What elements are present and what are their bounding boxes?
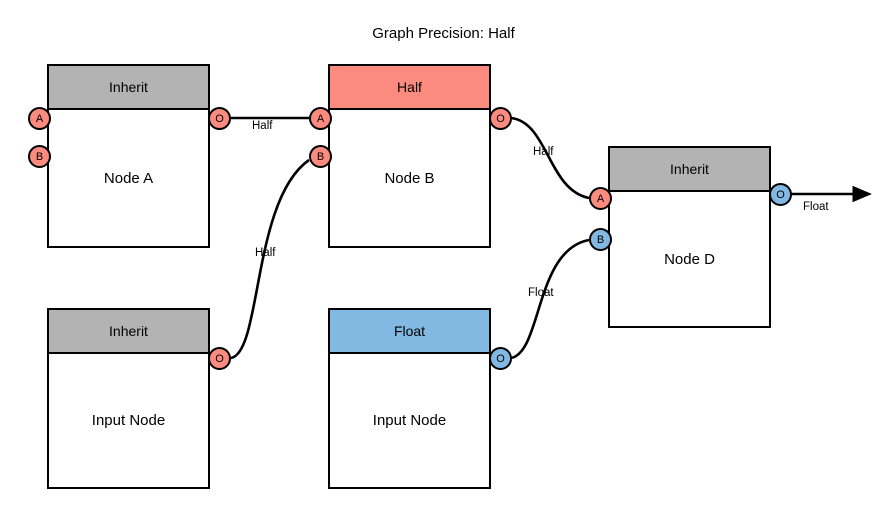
- edge-in2-to-d-wire: [510, 238, 590, 360]
- edge-in1-to-b-wire: [230, 158, 310, 360]
- node-a-port-o[interactable]: O: [208, 107, 231, 130]
- node-a[interactable]: Inherit Node A: [47, 64, 210, 248]
- input-node-inherit-label: Input Node: [91, 412, 166, 429]
- node-d-label: Node D: [664, 250, 715, 268]
- node-d-port-o-label: O: [776, 188, 785, 201]
- edge-b-to-d-wire: [510, 116, 590, 200]
- node-b-header: Half: [330, 66, 489, 110]
- input-node-inherit-header: Inherit: [49, 310, 208, 354]
- input-node-float-label: Input Node: [372, 412, 447, 429]
- node-a-label: Node A: [103, 169, 154, 187]
- node-d-port-b[interactable]: B: [589, 228, 612, 251]
- input-node-float-header: Float: [330, 310, 489, 354]
- node-b-label: Node B: [384, 169, 435, 187]
- node-d-port-o[interactable]: O: [769, 183, 792, 206]
- input-node-inherit-port-o[interactable]: O: [208, 347, 231, 370]
- input-node-inherit[interactable]: Inherit Input Node: [47, 308, 210, 489]
- node-b-port-b[interactable]: B: [309, 145, 332, 168]
- edge-b-to-d-label: Half: [533, 146, 554, 158]
- node-d[interactable]: Inherit Node D: [608, 146, 771, 328]
- node-b-port-o-label: O: [496, 112, 505, 125]
- input-node-inherit-port-o-label: O: [215, 352, 224, 365]
- node-b-port-a-label: A: [316, 112, 325, 125]
- node-b-port-o[interactable]: O: [489, 107, 512, 130]
- node-a-port-a-label: A: [35, 112, 44, 125]
- input-node-float[interactable]: Float Input Node: [328, 308, 491, 489]
- input-node-float-port-o-label: O: [496, 352, 505, 365]
- node-d-port-a-label: A: [596, 192, 605, 205]
- edge-in2-to-d-label: Float: [528, 287, 554, 299]
- node-a-header: Inherit: [49, 66, 208, 110]
- edge-a-to-b-label: Half: [252, 120, 273, 132]
- node-d-port-b-label: B: [596, 233, 605, 246]
- node-b-port-a[interactable]: A: [309, 107, 332, 130]
- edge-in1-to-b-label: Half: [255, 247, 276, 259]
- node-d-port-a[interactable]: A: [589, 187, 612, 210]
- page-title: Graph Precision: Half: [372, 25, 515, 42]
- edge-d-output-label: Float: [803, 201, 829, 213]
- node-a-port-b[interactable]: B: [28, 145, 51, 168]
- node-d-header: Inherit: [610, 148, 769, 192]
- node-a-port-b-label: B: [35, 150, 44, 163]
- input-node-float-port-o[interactable]: O: [489, 347, 512, 370]
- node-b[interactable]: Half Node B: [328, 64, 491, 248]
- node-b-port-b-label: B: [316, 150, 325, 163]
- node-a-port-o-label: O: [215, 112, 224, 125]
- node-a-port-a[interactable]: A: [28, 107, 51, 130]
